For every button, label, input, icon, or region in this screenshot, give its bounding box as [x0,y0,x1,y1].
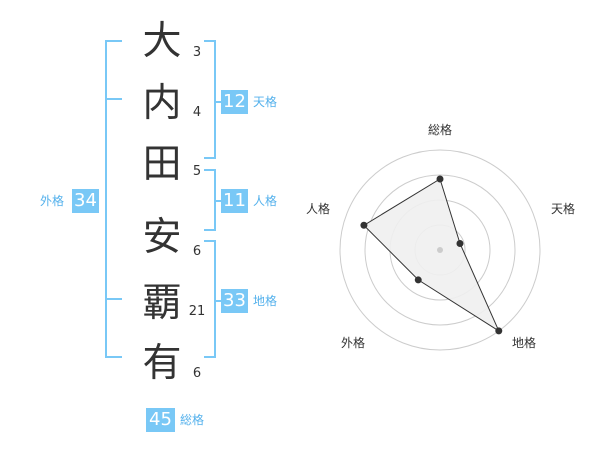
name-char-6: 有 [142,341,182,386]
name-char-2: 内 [142,81,182,126]
radar-ring-4 [339,149,541,351]
name-char-4: 安 [142,215,182,260]
radar-points [360,175,503,335]
tenkaku-badge: 12 [221,90,248,114]
radar-axis-label-tenkaku: 天格 [551,201,575,216]
soukaku-badge: 45 [146,408,175,432]
radar-point-4 [414,276,422,284]
jinkaku-badge: 11 [221,189,248,213]
radar-area [363,178,500,333]
gaikaku-badge: 34 [72,189,99,213]
stroke-count-5: 21 [188,304,206,319]
radar-center-dot [437,247,443,253]
chikaku-bracket [204,240,216,358]
radar-axis-label-soukaku: 総格 [428,122,452,137]
tenkaku-label: 天格 [253,95,278,109]
chikaku-label: 地格 [253,294,278,308]
chikaku-badge: 33 [221,289,248,313]
jinkaku-label: 人格 [253,194,278,208]
radar-point-2 [456,240,464,248]
stroke-count-4: 6 [192,244,202,259]
tenkaku-bracket [204,40,216,159]
name-char-5: 覇 [142,281,182,326]
stroke-count-1: 3 [192,45,202,60]
soukaku-label: 総格 [180,413,205,427]
radar-point-1 [436,175,444,183]
radar-point-5 [360,221,368,229]
radar-axis-label-jinkaku: 人格 [306,201,330,216]
name-char-1: 大 [142,19,182,64]
radar-axis-label-gaikaku: 外格 [341,335,365,350]
radar-axis-label-chikaku: 地格 [512,335,536,350]
gaikaku-bracket [105,40,122,358]
stroke-count-6: 6 [192,366,202,381]
stroke-count-3: 5 [192,164,202,179]
radar-ring-3 [364,174,516,326]
radar-point-3 [495,327,503,335]
name-char-3: 田 [142,142,182,187]
stroke-count-2: 4 [192,105,202,120]
gaikaku-label: 外格 [40,194,65,208]
